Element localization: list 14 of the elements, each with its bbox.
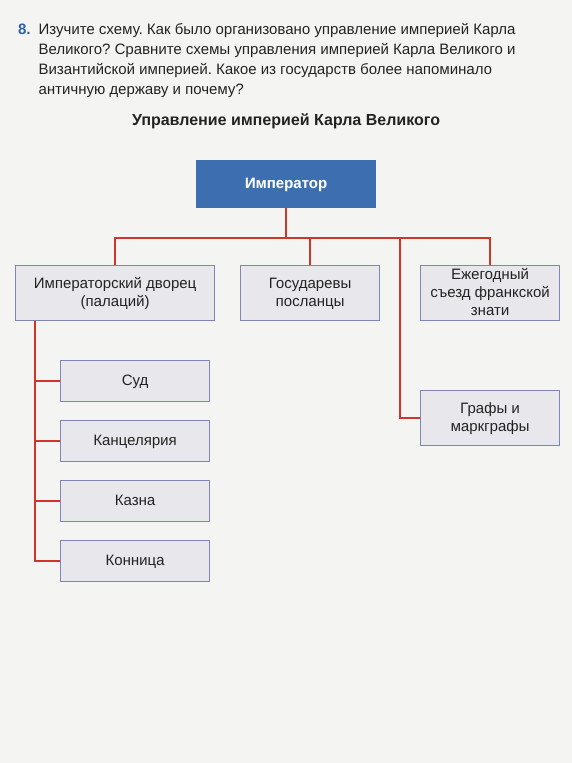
root-box: Император xyxy=(196,160,376,208)
org-box: Суд xyxy=(60,360,210,402)
diagram-title: Управление империей Карла Великого xyxy=(130,112,441,130)
question-number: 8. xyxy=(18,20,31,40)
connector-line xyxy=(285,208,420,419)
org-box: Конница xyxy=(60,540,210,582)
org-box: Канцелярия xyxy=(60,420,210,462)
question-text: Изучите схему. Как было организовано управление империей Карла Великого? Сравните схемы управления империей Карла Великого и Византийской империей. Какое из государств более напоминало античную державу и почему? xyxy=(38,20,516,100)
org-box: Императорский дворец (палаций) xyxy=(15,265,215,321)
org-box: Казна xyxy=(60,480,210,522)
connector-line xyxy=(34,321,60,562)
org-box: Графы и маркграфы xyxy=(420,390,560,446)
org-box: Ежегодный съезд франкской знати xyxy=(420,265,560,321)
org-box: Государевы посланцы xyxy=(240,265,380,321)
